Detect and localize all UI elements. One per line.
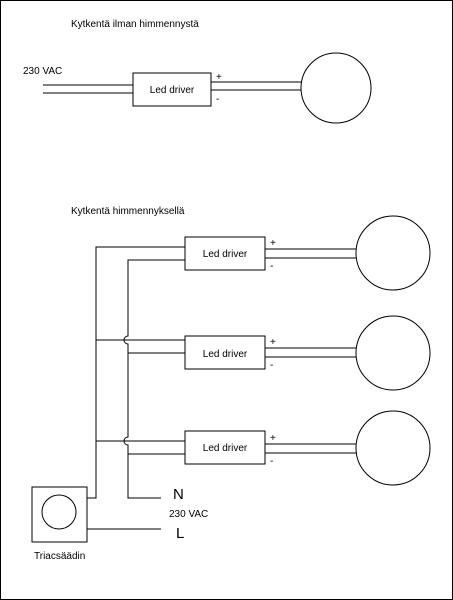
led-driver-box [184, 236, 266, 271]
led-driver-3: Led driver + - [184, 410, 431, 486]
led-driver-box [184, 335, 266, 370]
diagram2-bus-wires [87, 246, 185, 530]
minus-terminal-label: - [216, 94, 219, 105]
led-driver-label: Led driver [203, 349, 248, 360]
led-driver-box [132, 72, 212, 107]
live-label: L [176, 525, 184, 542]
led-lamp [355, 215, 431, 291]
led-driver-label: Led driver [203, 249, 248, 260]
minus-terminal-label: - [270, 456, 273, 467]
dimmer-label: Triacsäädin [34, 551, 85, 562]
diagram1-supply-label: 230 VAC [23, 66, 62, 77]
diagram1-title: Kytkentä ilman himmennystä [71, 19, 199, 30]
plus-terminal-label: + [270, 433, 276, 444]
plus-terminal-label: + [216, 72, 222, 83]
led-driver-box [184, 430, 266, 465]
plus-terminal-label: + [270, 238, 276, 249]
led-driver-1: Led driver + - [184, 215, 431, 291]
led-lamp [355, 315, 431, 391]
led-driver-label: Led driver [150, 85, 195, 96]
diagram1-led-driver: Led driver [132, 72, 212, 107]
minus-terminal-label: - [270, 261, 273, 272]
led-driver-label: Led driver [203, 443, 248, 454]
diagram1-supply-wires [43, 84, 133, 94]
led-lamp [355, 410, 431, 486]
led-lamp [300, 52, 372, 124]
diagram2-title: Kytkentä himmennyksellä [71, 206, 185, 217]
neutral-label: N [173, 486, 184, 503]
diagram2-supply-label: 230 VAC [169, 509, 208, 520]
minus-terminal-label: - [270, 360, 273, 371]
led-driver-2: Led driver + - [184, 315, 431, 391]
dimmer-knob [41, 494, 77, 530]
diagram1-output-wires [211, 81, 306, 91]
triac-dimmer [31, 486, 88, 543]
plus-terminal-label: + [270, 337, 276, 348]
